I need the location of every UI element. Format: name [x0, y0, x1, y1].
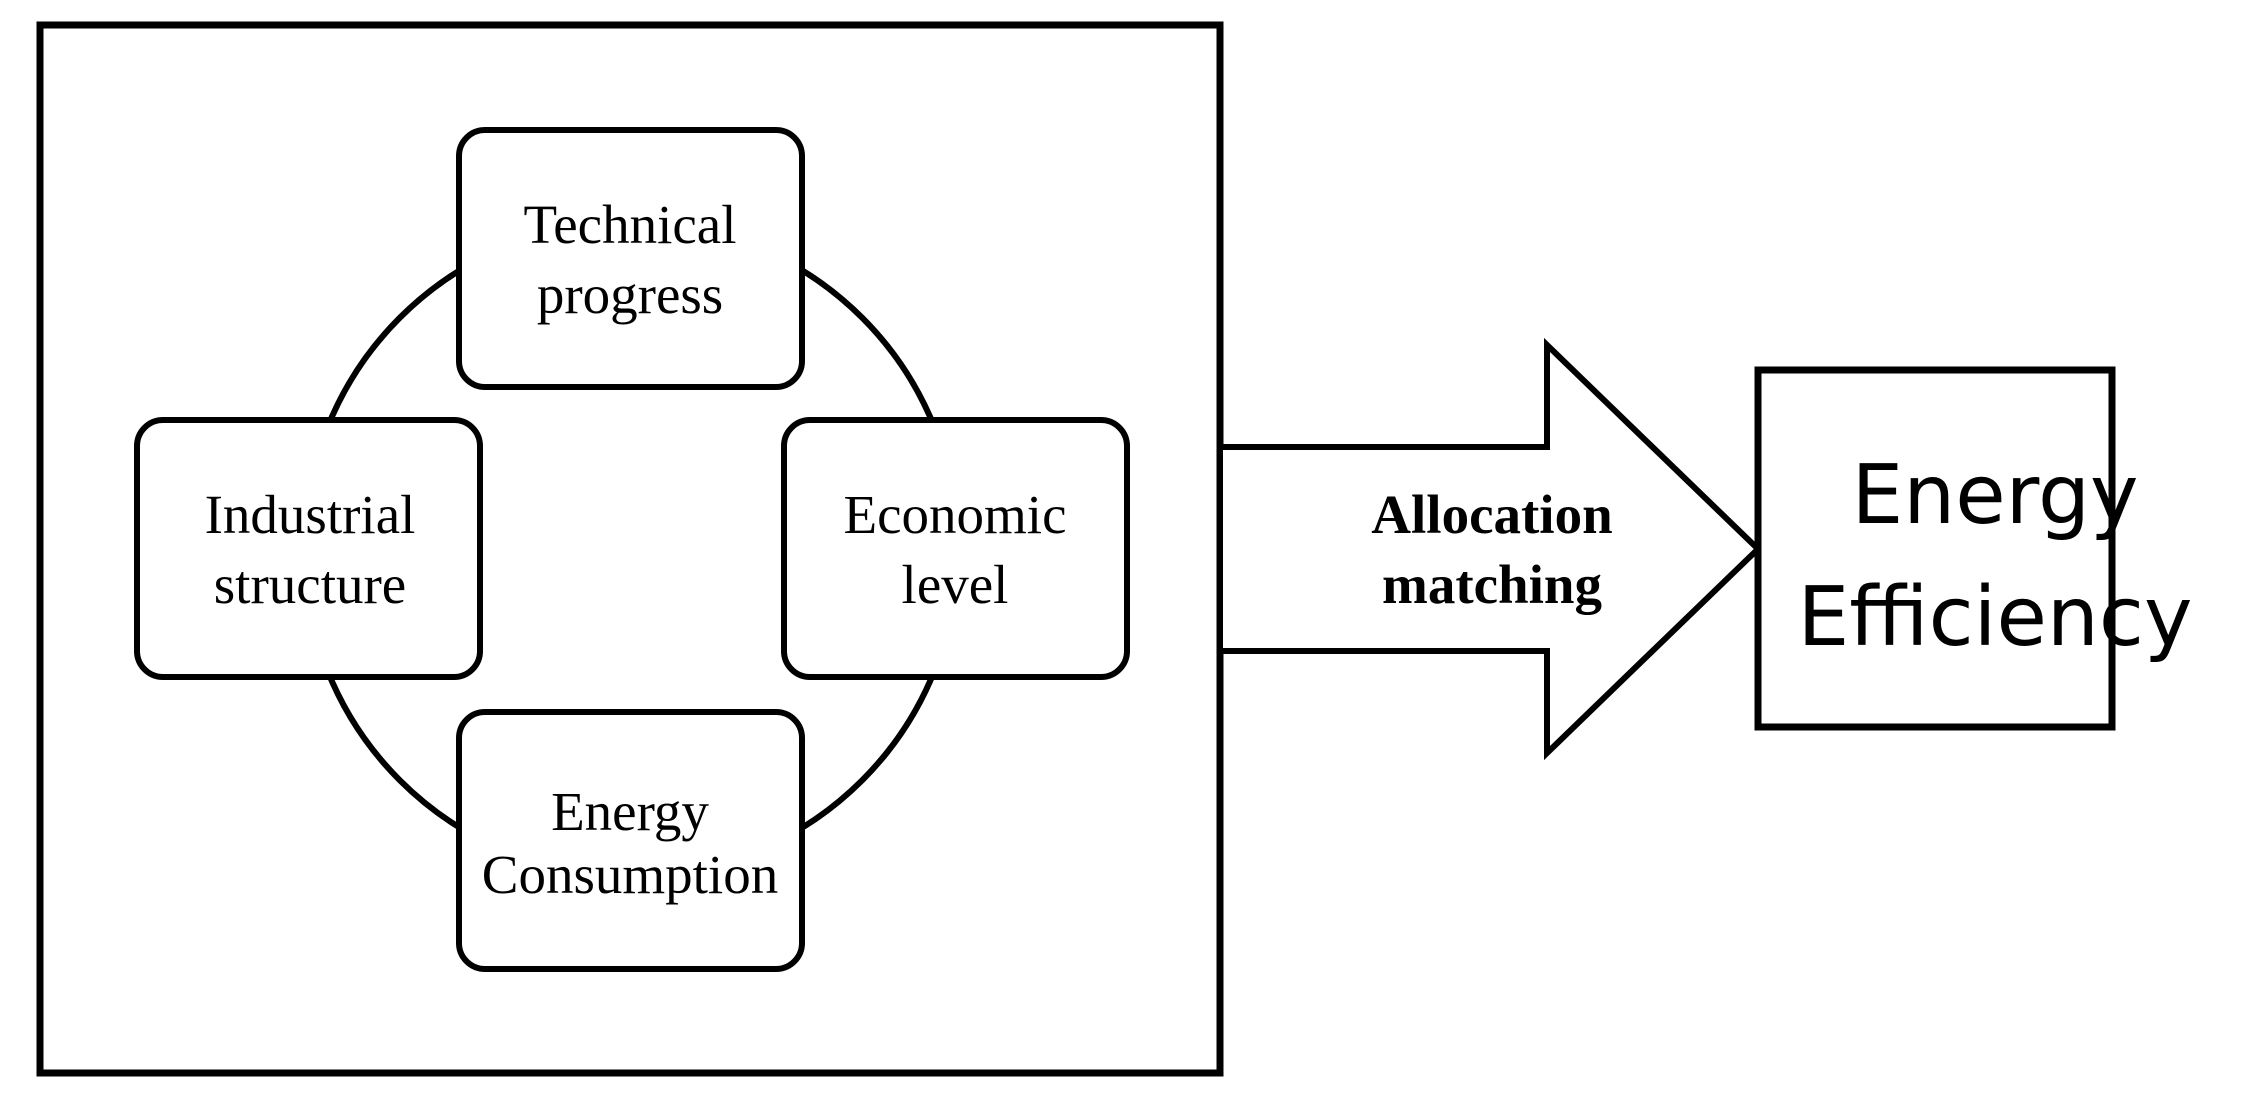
- outcome-box: [1754, 366, 2116, 731]
- factor-industrial-structure: Industrial structure: [134, 417, 483, 680]
- arrow-label: Allocation: [1371, 484, 1612, 545]
- factor-label: Consumption: [482, 844, 778, 905]
- factor-label: Industrial: [205, 484, 416, 545]
- factor-box: [134, 417, 483, 680]
- outcome-label: Efficiency: [1798, 570, 2193, 665]
- factor-energy-consumption: Energy Consumption: [456, 709, 805, 972]
- factor-technical-progress: Technical progress: [456, 127, 805, 390]
- allocation-arrow: Allocation matching: [1217, 337, 1763, 761]
- outcome-label: Energy: [1851, 448, 2138, 543]
- factor-label: progress: [537, 264, 723, 325]
- factor-label: Technical: [524, 194, 737, 255]
- arrow-shape: [1217, 337, 1763, 761]
- factor-label: Energy: [551, 781, 709, 842]
- factor-economic-level: Economic level: [781, 417, 1130, 680]
- factor-label: level: [902, 554, 1009, 615]
- outcome-energy-efficiency: Energy Efficiency: [1754, 366, 2193, 731]
- arrow-label: matching: [1382, 554, 1602, 615]
- factor-label: structure: [214, 554, 406, 615]
- factor-box: [456, 709, 805, 972]
- factor-label: Economic: [844, 484, 1067, 545]
- factor-box: [781, 417, 1130, 680]
- factor-box: [456, 127, 805, 390]
